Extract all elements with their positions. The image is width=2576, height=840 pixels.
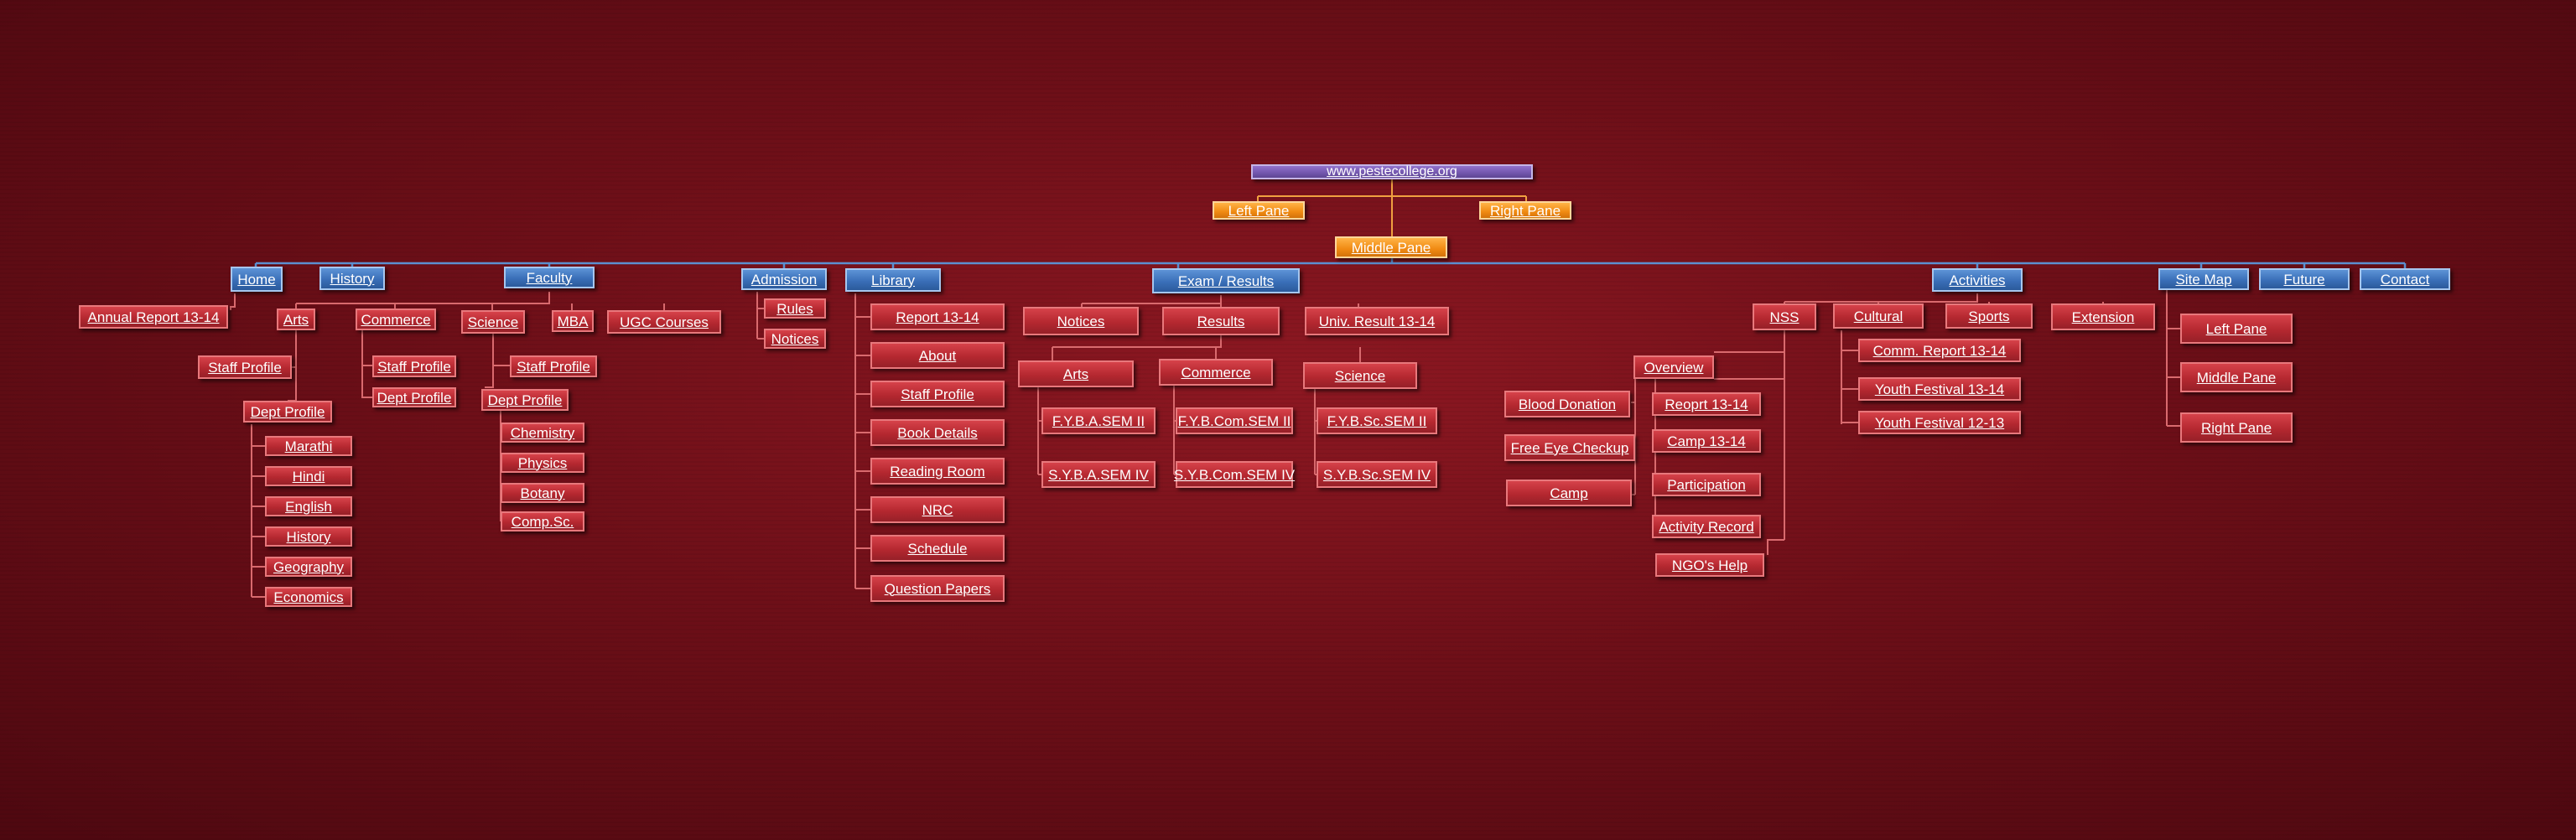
library-nrc-node[interactable]: NRC (870, 496, 1005, 523)
arts-dept-english[interactable]: English (265, 496, 352, 516)
library-about-node[interactable]: About (870, 342, 1005, 369)
exam-sybcom-sem4[interactable]: S.Y.B.Com.SEM IV (1174, 461, 1295, 488)
activities-nss-node[interactable]: NSS (1753, 303, 1816, 330)
science-dept-comp-sc[interactable]: Comp.Sc. (501, 511, 584, 531)
nav-library[interactable]: Library (845, 268, 941, 292)
library-schedule-node[interactable]: Schedule (870, 535, 1005, 562)
library-staff-profile-node[interactable]: Staff Profile (870, 381, 1005, 407)
exam-fyba-sem2[interactable]: F.Y.B.A.SEM II (1041, 407, 1156, 434)
root-node[interactable]: www.pestecollege.org (1251, 164, 1533, 179)
nss-camp-node[interactable]: Camp 13-14 (1652, 429, 1761, 453)
exam-notices-node[interactable]: Notices (1023, 307, 1139, 335)
nss-ngo-help-node[interactable]: NGO's Help (1655, 553, 1764, 577)
science-staff-profile-node[interactable]: Staff Profile (510, 355, 597, 377)
faculty-mba-node[interactable]: MBA (552, 310, 594, 332)
nav-exam-results[interactable]: Exam / Results (1152, 268, 1300, 293)
arts-dept-marathi[interactable]: Marathi (265, 436, 352, 456)
right-pane-node[interactable]: Right Pane (1479, 201, 1571, 220)
exam-univ-result-node[interactable]: Univ. Result 13-14 (1305, 307, 1449, 335)
commerce-dept-profile-node[interactable]: Dept Profile (372, 387, 456, 407)
nav-future[interactable]: Future (2259, 268, 2350, 290)
sitemap-left-pane-node[interactable]: Left Pane (2180, 314, 2293, 344)
camp-free-eye-checkup[interactable]: Free Eye Checkup (1504, 434, 1635, 461)
left-pane-node[interactable]: Left Pane (1213, 201, 1305, 220)
library-question-papers-node[interactable]: Question Papers (870, 575, 1005, 602)
arts-dept-economics[interactable]: Economics (265, 587, 352, 607)
sitemap-right-pane-node[interactable]: Right Pane (2180, 412, 2293, 443)
cultural-youth-festival-13-node[interactable]: Youth Festival 13-14 (1858, 377, 2021, 401)
nss-activity-record-node[interactable]: Activity Record (1652, 515, 1761, 538)
exam-commerce-node[interactable]: Commerce (1159, 359, 1273, 386)
nss-participation-node[interactable]: Participation (1652, 473, 1761, 496)
nav-history[interactable]: History (319, 267, 385, 290)
arts-staff-profile-node[interactable]: Staff Profile (198, 355, 292, 379)
exam-sybsc-sem4[interactable]: S.Y.B.Sc.SEM IV (1317, 461, 1437, 488)
science-dept-botany[interactable]: Botany (501, 483, 584, 503)
admission-rules-node[interactable]: Rules (764, 298, 826, 319)
faculty-arts-node[interactable]: Arts (277, 309, 315, 330)
admission-notices-node[interactable]: Notices (764, 329, 826, 349)
faculty-ugc-node[interactable]: UGC Courses (607, 310, 721, 334)
exam-science-node[interactable]: Science (1303, 362, 1417, 389)
activities-sports-node[interactable]: Sports (1945, 303, 2033, 329)
nav-activities[interactable]: Activities (1932, 268, 2023, 292)
cultural-youth-festival-12-node[interactable]: Youth Festival 12-13 (1858, 411, 2021, 434)
science-dept-profile-node[interactable]: Dept Profile (481, 389, 569, 411)
arts-dept-hindi[interactable]: Hindi (265, 466, 352, 486)
commerce-staff-profile-node[interactable]: Staff Profile (372, 355, 456, 377)
nav-home[interactable]: Home (231, 267, 283, 292)
exam-syba-sem4[interactable]: S.Y.B.A.SEM IV (1041, 461, 1156, 488)
faculty-commerce-node[interactable]: Commerce (356, 309, 436, 330)
exam-fybsc-sem2[interactable]: F.Y.B.Sc.SEM II (1317, 407, 1437, 434)
library-report-node[interactable]: Report 13-14 (870, 303, 1005, 330)
camp-node[interactable]: Camp (1506, 480, 1632, 506)
middle-pane-node[interactable]: Middle Pane (1335, 236, 1447, 258)
library-book-details-node[interactable]: Book Details (870, 419, 1005, 446)
library-reading-room-node[interactable]: Reading Room (870, 458, 1005, 485)
cultural-comm-report-node[interactable]: Comm. Report 13-14 (1858, 339, 2021, 362)
nav-contact[interactable]: Contact (2360, 268, 2450, 290)
exam-results-node[interactable]: Results (1162, 307, 1280, 335)
arts-dept-geography[interactable]: Geography (265, 557, 352, 577)
nss-overview-node[interactable]: Overview (1633, 355, 1714, 379)
activities-cultural-node[interactable]: Cultural (1833, 303, 1924, 329)
science-dept-physics[interactable]: Physics (501, 453, 584, 473)
nav-site-map[interactable]: Site Map (2158, 268, 2249, 290)
annual-report-node[interactable]: Annual Report 13-14 (79, 305, 228, 329)
science-dept-chemistry[interactable]: Chemistry (501, 423, 584, 443)
faculty-science-node[interactable]: Science (461, 310, 525, 334)
camp-blood-donation[interactable]: Blood Donation (1504, 391, 1630, 417)
activities-extension-node[interactable]: Extension (2051, 303, 2155, 330)
arts-dept-profile-node[interactable]: Dept Profile (243, 401, 332, 423)
arts-dept-history[interactable]: History (265, 526, 352, 547)
exam-arts-node[interactable]: Arts (1018, 360, 1134, 387)
nav-admission[interactable]: Admission (741, 268, 827, 290)
nav-faculty[interactable]: Faculty (504, 267, 595, 288)
nss-report-node[interactable]: Reoprt 13-14 (1652, 392, 1761, 416)
sitemap-middle-pane-node[interactable]: Middle Pane (2180, 362, 2293, 392)
exam-fybcom-sem2[interactable]: F.Y.B.Com.SEM II (1176, 407, 1293, 434)
